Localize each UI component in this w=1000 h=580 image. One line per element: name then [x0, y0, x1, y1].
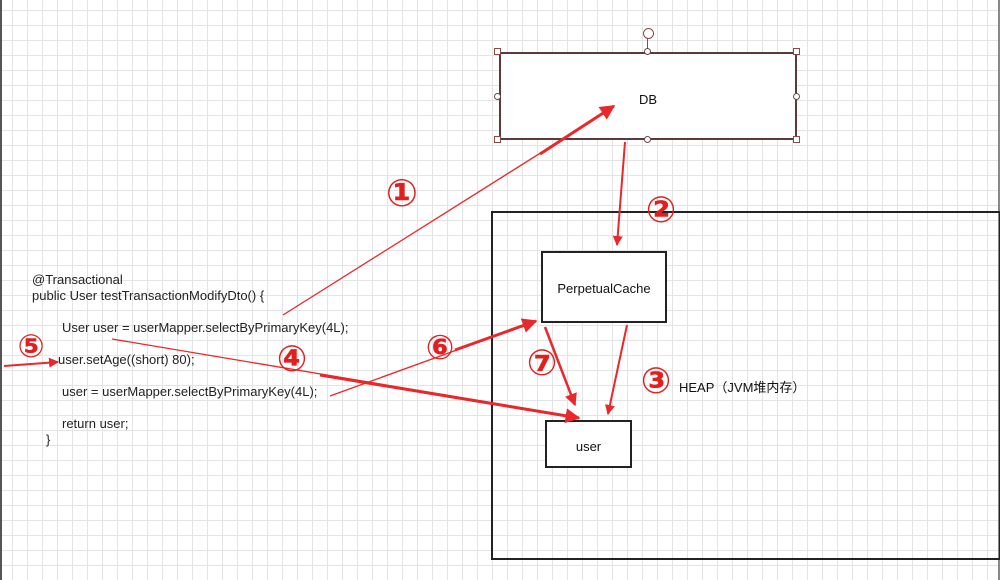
resize-handle-bottom-right[interactable] — [793, 136, 800, 143]
code-line-return: return user; — [62, 416, 129, 431]
arrow-step-2 — [612, 141, 626, 246]
heap-label: HEAP（JVM堆内存） — [679, 380, 806, 395]
arrow-step-7 — [543, 326, 577, 407]
perpetual-cache-label: PerpetualCache — [557, 281, 651, 296]
step-marker-1: ① — [385, 171, 419, 215]
connect-handle-top[interactable] — [644, 48, 651, 55]
resize-handle-bottom-left[interactable] — [494, 136, 501, 143]
canvas-left-border — [0, 0, 2, 580]
resize-handle-top-right[interactable] — [793, 48, 800, 55]
arrow-step-6-head — [454, 318, 538, 352]
step-marker-4: ④ — [276, 339, 308, 380]
step-marker-6: ⑥ — [425, 328, 455, 368]
step-marker-3: ③ — [640, 361, 672, 402]
code-line-annotation: @Transactional — [32, 272, 123, 287]
code-line-closing-brace: } — [46, 432, 51, 447]
arrow-step-5 — [3, 357, 59, 368]
connect-handle-left[interactable] — [494, 93, 501, 100]
arrow-step-1-head — [539, 104, 616, 156]
connect-handle-bottom[interactable] — [644, 136, 651, 143]
resize-handle-top-left[interactable] — [494, 48, 501, 55]
step-marker-2: ② — [645, 190, 677, 231]
db-label: DB — [638, 92, 658, 107]
db-node[interactable]: DB — [499, 52, 797, 140]
perpetual-cache-node[interactable]: PerpetualCache — [541, 251, 667, 323]
rotate-handle-stem — [647, 37, 648, 51]
step-marker-5: ⑤ — [17, 327, 45, 365]
code-line-first-select: User user = userMapper.selectByPrimaryKe… — [62, 320, 349, 335]
arrow-step-4-head — [319, 373, 581, 424]
connect-handle-right[interactable] — [793, 93, 800, 100]
code-line-method-signature: public User testTransactionModifyDto() { — [32, 288, 265, 303]
step-marker-7: ⑦ — [526, 343, 558, 384]
rotate-handle[interactable] — [643, 28, 654, 39]
user-node[interactable]: user — [545, 420, 632, 468]
code-line-set-age: user.setAge((short) 80); — [58, 352, 195, 367]
code-line-second-select: user = userMapper.selectByPrimaryKey(4L)… — [62, 384, 318, 399]
user-label: user — [575, 439, 602, 454]
arrow-step-3 — [604, 324, 628, 415]
